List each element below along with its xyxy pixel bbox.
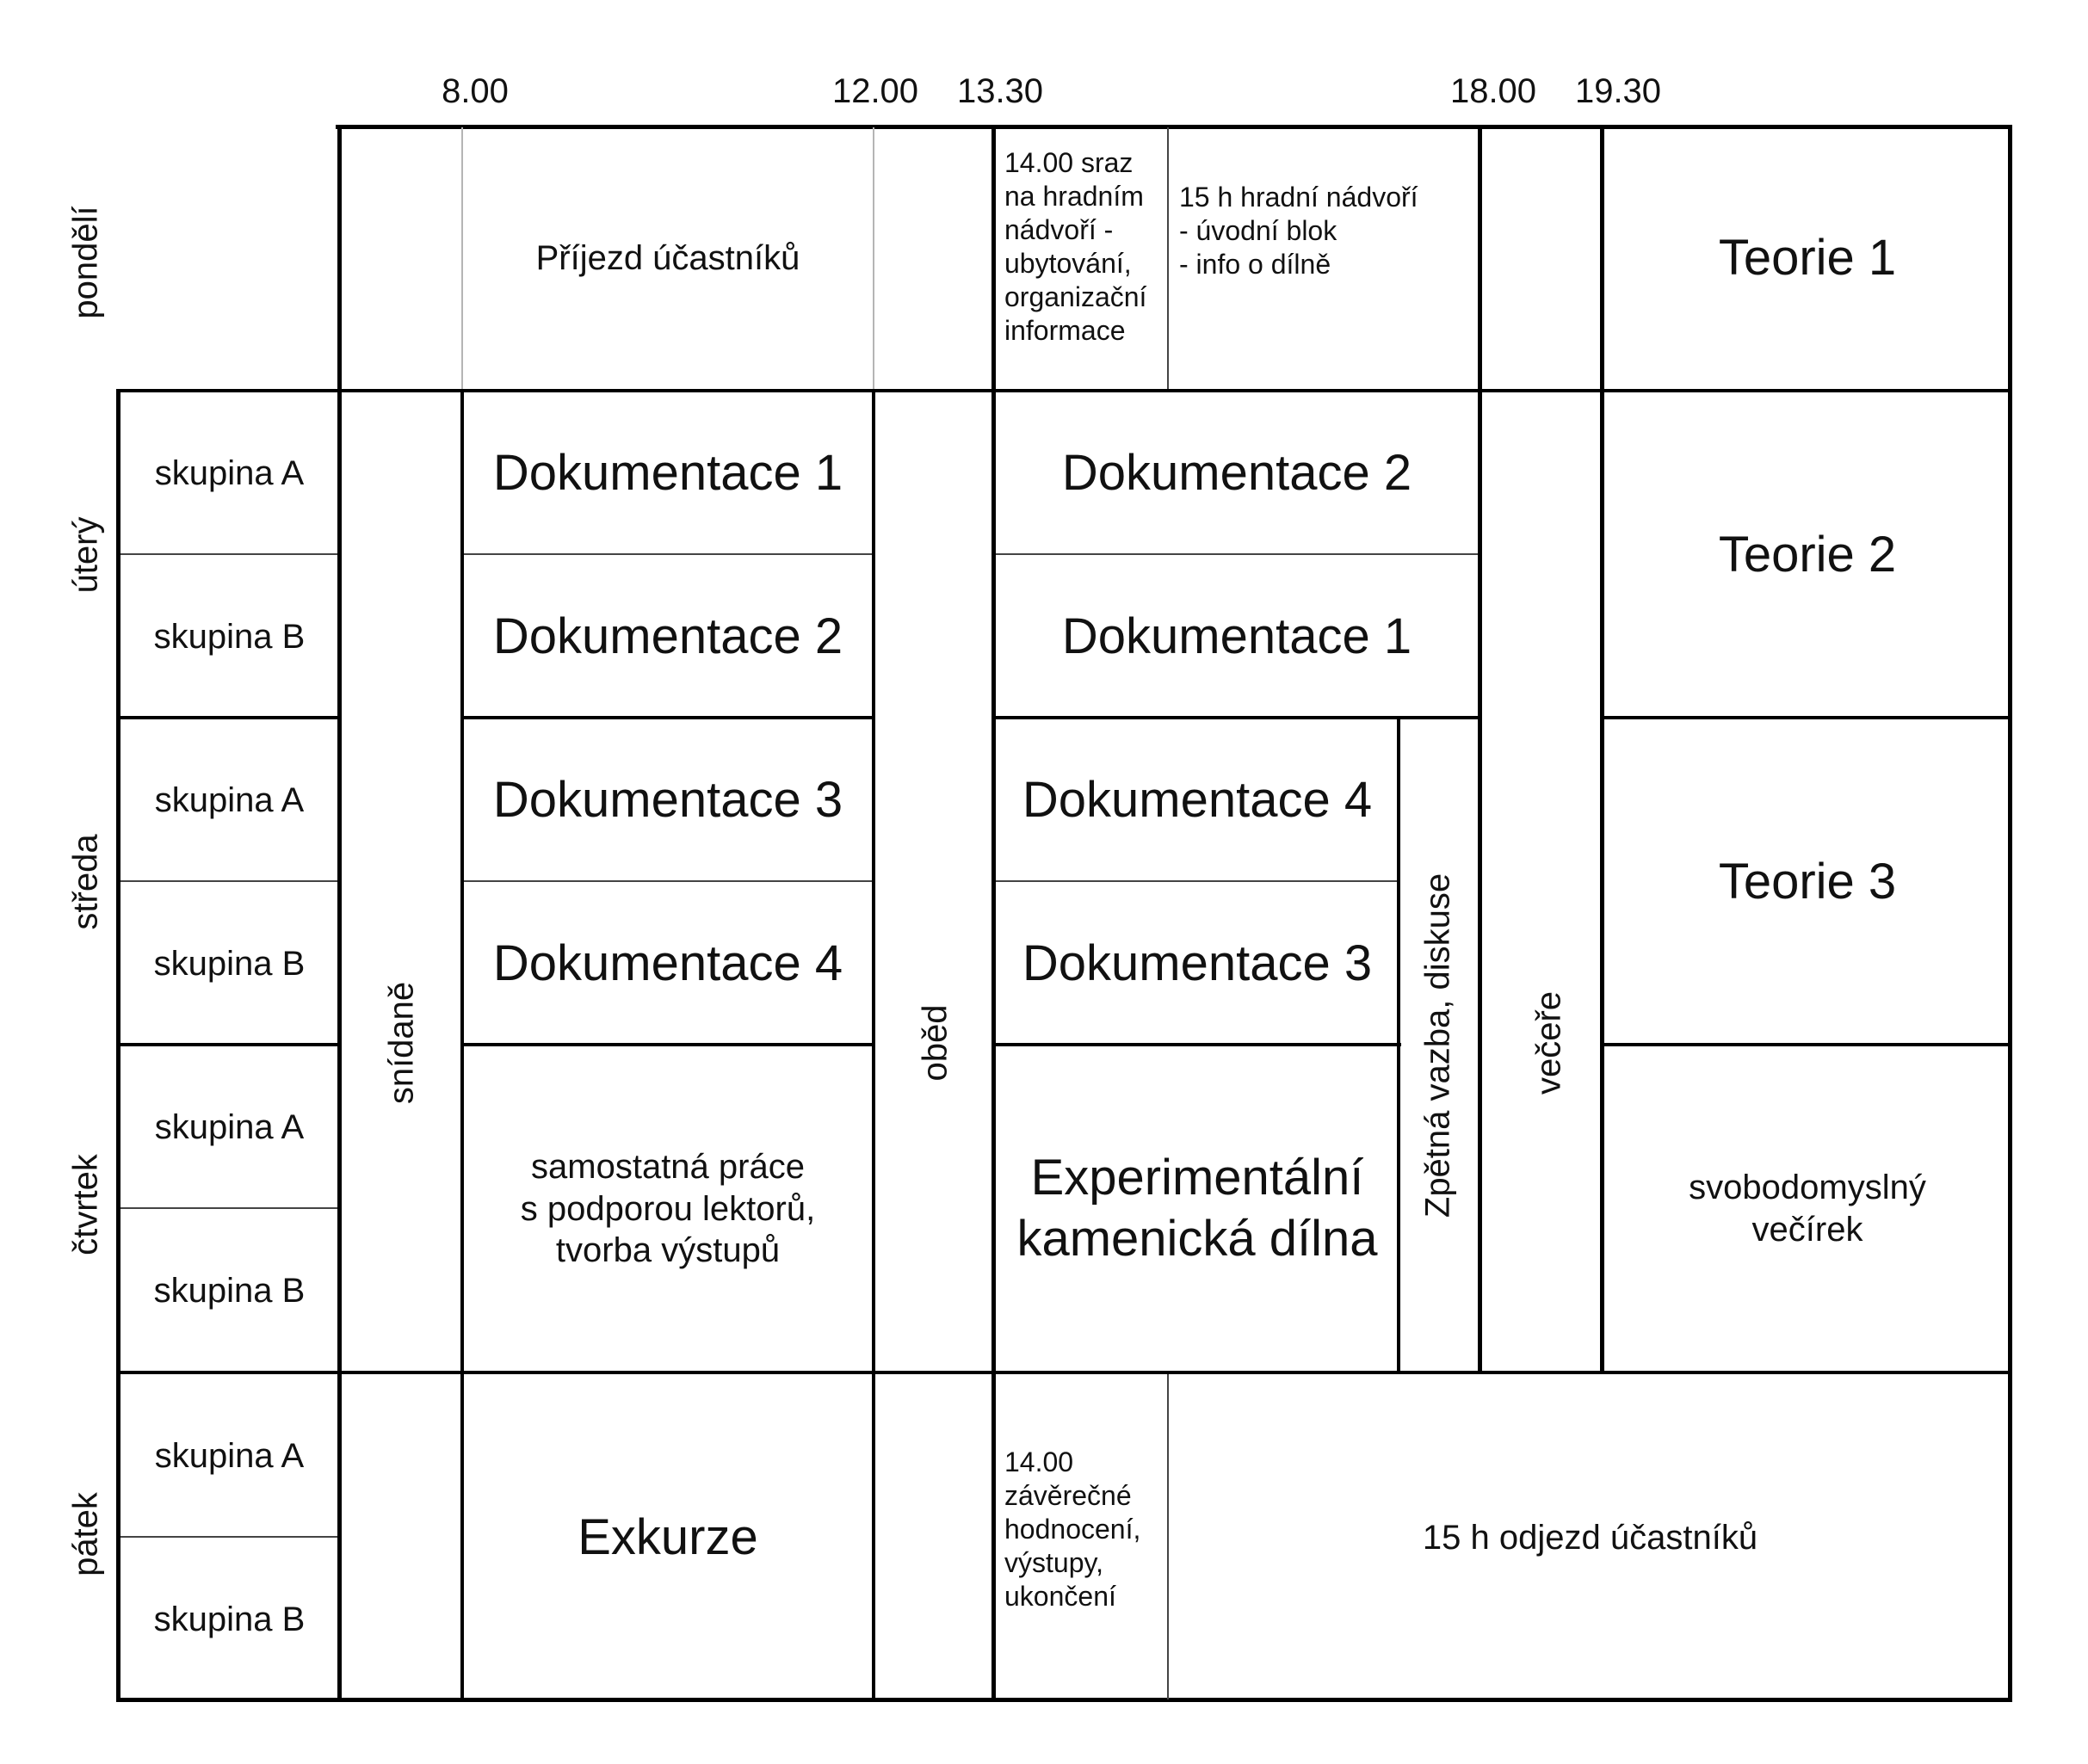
time-label-13-30: 13.30: [956, 72, 1044, 110]
tuesday-morning-b: Dokumentace 2: [492, 608, 843, 664]
day-label-friday: pátek: [66, 1492, 105, 1576]
day-label-thursday: čtvrtek: [66, 1154, 105, 1255]
friday-morning: Exkurze: [578, 1508, 758, 1565]
divider-wednesday-top: [116, 716, 342, 719]
divider-wed-morning: [463, 880, 873, 882]
monday-theory: Teorie 1: [1718, 230, 1897, 287]
day-label-monday: pondělí: [66, 206, 105, 319]
wednesday-afternoon-b: Dokumentace 3: [1022, 934, 1373, 991]
monday-meeting-info: 14.00 sraz na hradním nádvoří - ubytován…: [1004, 147, 1147, 347]
border-left-groups: [116, 389, 120, 1702]
divider-fri-groups: [119, 1536, 340, 1538]
time-label-19-30: 19.30: [1574, 72, 1662, 110]
group-label-thursday-b: skupina B: [153, 1271, 306, 1310]
col-dinner-left: [1478, 125, 1482, 1374]
monday-intro-block: 15 h hradní nádvoří - úvodní blok - info…: [1179, 182, 1418, 281]
group-label-friday-a: skupina A: [154, 1436, 305, 1475]
divider-wednesday-top-eve: [1603, 716, 2012, 719]
border-top: [336, 125, 2012, 129]
col-friday-closing-right: [1167, 1374, 1169, 1699]
day-label-wednesday: středa: [66, 834, 105, 930]
divider-thursday-top-aft: [993, 1043, 1401, 1046]
divider-tue-afternoon: [996, 553, 1478, 555]
border-right: [2008, 125, 2012, 1702]
divider-thursday-top: [116, 1043, 342, 1046]
divider-thursday-top-eve: [1603, 1043, 2012, 1046]
col-feedback-left: [1397, 716, 1400, 1372]
col-breakfast-right: [460, 389, 464, 1702]
tuesday-afternoon-a: Dokumentace 2: [1061, 444, 1412, 501]
wednesday-morning-a: Dokumentace 3: [492, 771, 843, 828]
lunch-label: oběd: [916, 1004, 954, 1082]
group-label-tuesday-b: skupina B: [153, 617, 306, 656]
col-lunch-left: [872, 389, 875, 1702]
col-8-grey: [461, 127, 463, 389]
time-label-8-00: 8.00: [442, 72, 509, 110]
thursday-afternoon: Experimentální kamenická dílna: [1016, 1150, 1378, 1267]
border-left-schedule: [337, 125, 342, 1702]
col-monday-meeting-right: [1167, 127, 1169, 389]
col-12-grey: [873, 127, 874, 389]
divider-tue-groups: [119, 553, 340, 555]
group-label-tuesday-a: skupina A: [154, 453, 305, 492]
monday-arrival: Příjezd účastníků: [535, 239, 800, 278]
time-label-12-00: 12.00: [831, 72, 919, 110]
tuesday-afternoon-b: Dokumentace 1: [1061, 608, 1412, 664]
divider-wednesday-top-mid: [460, 716, 875, 719]
tuesday-theory: Teorie 2: [1718, 526, 1897, 583]
divider-friday-top: [116, 1371, 2012, 1374]
group-label-wednesday-a: skupina A: [154, 780, 305, 819]
divider-thu-groups: [119, 1207, 340, 1209]
col-lunch-right: [991, 125, 996, 1702]
tuesday-morning-a: Dokumentace 1: [492, 444, 843, 501]
friday-departure: 15 h odjezd účastníků: [1422, 1518, 1758, 1557]
divider-tue-morning: [463, 553, 873, 555]
wednesday-morning-b: Dokumentace 4: [492, 934, 843, 991]
group-label-friday-b: skupina B: [153, 1600, 306, 1638]
divider-wed-afternoon: [996, 880, 1399, 882]
border-bottom: [116, 1698, 2012, 1702]
divider-wed-groups: [119, 880, 340, 882]
friday-closing: 14.00 závěrečné hodnocení, výstupy, ukon…: [1004, 1446, 1141, 1613]
group-label-thursday-a: skupina A: [154, 1107, 305, 1146]
divider-thursday-top-mid: [460, 1043, 875, 1046]
time-label-18-00: 18.00: [1449, 72, 1537, 110]
thursday-evening: svobodomyslný večírek: [1689, 1169, 1926, 1249]
feedback-label: Zpětná vazba, diskuse: [1418, 873, 1457, 1218]
thursday-morning: samostatná práce s podporou lektorů, tvo…: [520, 1147, 816, 1270]
day-label-tuesday: úterý: [66, 516, 105, 594]
divider-wednesday-top-aft: [993, 716, 1480, 719]
wednesday-theory: Teorie 3: [1718, 853, 1897, 910]
group-label-wednesday-b: skupina B: [153, 944, 306, 983]
dinner-label: večeře: [1529, 990, 1568, 1095]
col-dinner-right: [1600, 125, 1604, 1374]
divider-tuesday-top: [116, 389, 2012, 392]
breakfast-label: snídaně: [382, 981, 421, 1105]
wednesday-afternoon-a: Dokumentace 4: [1022, 771, 1373, 828]
